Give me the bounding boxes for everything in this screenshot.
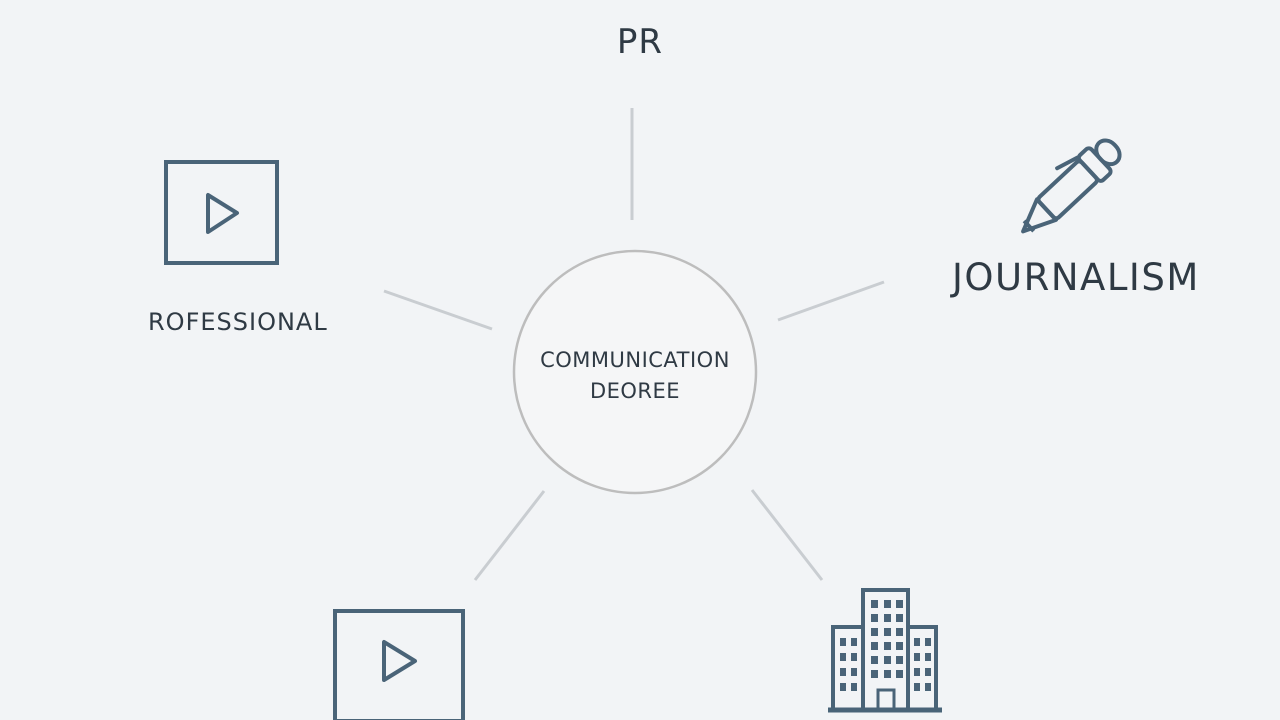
play-video-icon [333, 609, 465, 720]
connector-left [383, 289, 493, 331]
play-video-icon [164, 160, 279, 265]
node-label-professional: ROFESSIONAL [148, 308, 328, 336]
center-label: COMMUNICATION DEOREE [514, 345, 756, 407]
connector-bottom-left [473, 490, 546, 581]
node-label-pr: PR [616, 22, 664, 62]
center-label-line1: COMMUNICATION [540, 348, 730, 372]
connector-right [777, 280, 885, 322]
pen-icon [1021, 138, 1122, 234]
connector-bottom-right [750, 489, 824, 581]
office-building-icon [828, 588, 942, 713]
center-label-line2: DEOREE [589, 379, 681, 403]
center-circle [512, 249, 758, 495]
node-label-journalism: JOURNALISM [952, 256, 1200, 299]
